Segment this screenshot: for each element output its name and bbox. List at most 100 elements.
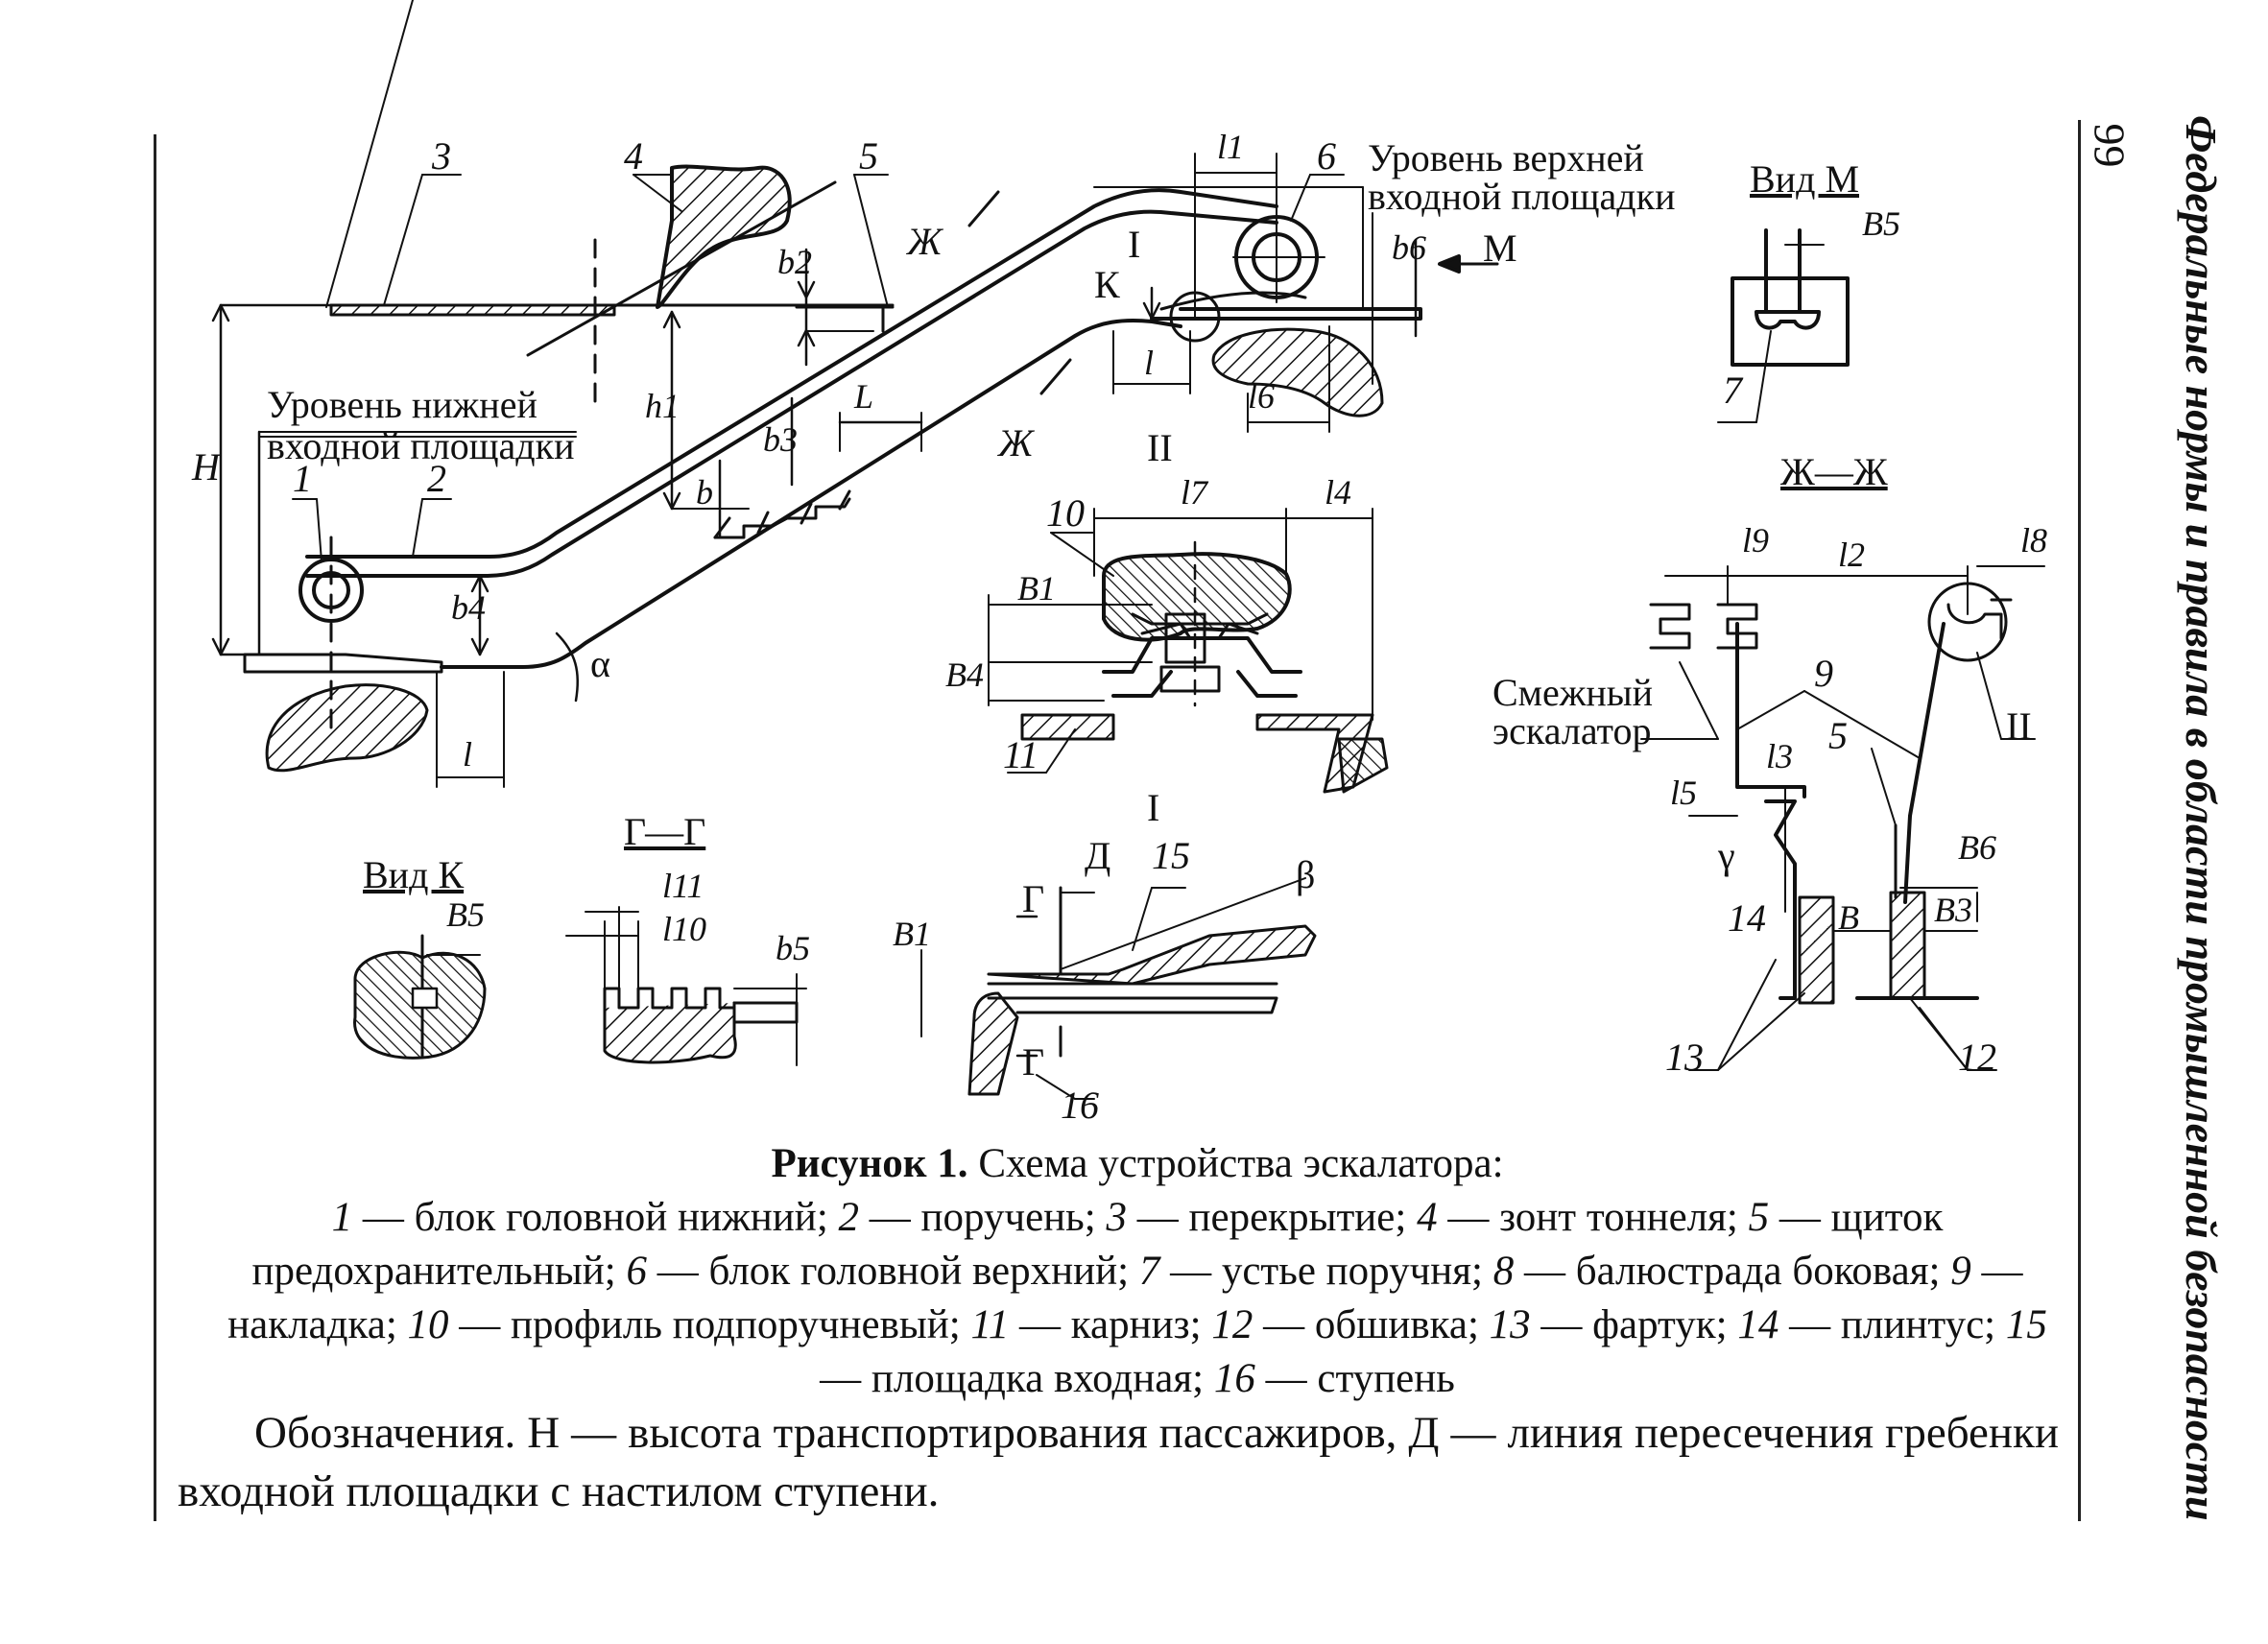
dim-l4: l4 xyxy=(1325,473,1351,512)
dim-B1-detail2: B1 xyxy=(1017,569,1056,608)
dim-H: H xyxy=(191,445,222,488)
legend-number: 7 xyxy=(1138,1249,1160,1294)
legend-number: 5 xyxy=(1748,1195,1770,1240)
callout-7: 7 xyxy=(1723,369,1744,412)
designations-paragraph: Обозначения. H — высота транспортировани… xyxy=(178,1408,2059,1516)
legend-text: — балюстрада боковая; xyxy=(1514,1249,1951,1294)
callout-5-section: 5 xyxy=(1828,714,1848,757)
dim-b: b xyxy=(696,473,713,512)
callout-9: 9 xyxy=(1814,652,1833,695)
legend-text: — карниз; xyxy=(1009,1302,1212,1347)
legend-text: — фартук; xyxy=(1530,1302,1738,1347)
dim-b2: b2 xyxy=(777,243,812,281)
legend-text: — обшивка; xyxy=(1253,1302,1490,1347)
right-margin-rule xyxy=(2078,120,2081,1521)
callout-16: 16 xyxy=(1061,1084,1099,1127)
legend-number: 6 xyxy=(626,1249,648,1294)
callout-4: 4 xyxy=(624,134,643,178)
dim-b3: b3 xyxy=(763,420,798,459)
legend-text: — плинтус; xyxy=(1779,1302,2006,1347)
callout-10: 10 xyxy=(1046,491,1085,535)
dim-L: L xyxy=(853,377,873,416)
dim-h1: h1 xyxy=(645,387,680,425)
dim-b6: b6 xyxy=(1392,228,1426,267)
marker-Zh-bottom: Ж xyxy=(996,421,1036,465)
marker-Zh-top: Ж xyxy=(905,220,944,263)
dim-B5-viewM: B5 xyxy=(1862,204,1900,243)
callout-11: 11 xyxy=(1003,733,1039,776)
callout-15: 15 xyxy=(1152,834,1190,877)
legend-number: 3 xyxy=(1106,1195,1128,1240)
callout-6: 6 xyxy=(1317,134,1336,178)
callout-5-main: 5 xyxy=(859,134,878,178)
adjacent-label-1: Смежный xyxy=(1492,671,1653,714)
dim-B: B xyxy=(1838,898,1859,937)
section-zz-title: Ж—Ж xyxy=(1780,450,1888,493)
legend-number: 10 xyxy=(407,1302,449,1347)
detail-I-marker: I xyxy=(1128,223,1140,266)
view-k-title: Вид К xyxy=(363,853,464,896)
caption-title: Рисунок 1. Схема устройства эскалатора: xyxy=(771,1141,1504,1186)
callout-14: 14 xyxy=(1728,896,1766,940)
detail-II-title: II xyxy=(1147,426,1173,469)
callout-3: 3 xyxy=(431,134,451,178)
dim-B1-detail1: B1 xyxy=(893,915,931,953)
callout-12: 12 xyxy=(1958,1036,1996,1079)
legend-text: — блок головной верхний; xyxy=(647,1249,1139,1294)
angle-gamma: γ xyxy=(1717,834,1735,877)
marker-D: Д xyxy=(1085,834,1110,877)
legend-number: 15 xyxy=(2005,1302,2047,1347)
legend-text: — перекрытие; xyxy=(1127,1195,1418,1240)
section-gg-title: Г—Г xyxy=(624,810,705,853)
left-margin-rule xyxy=(154,134,156,1521)
legend-number: 4 xyxy=(1417,1195,1438,1240)
dim-l3: l3 xyxy=(1766,737,1793,775)
legend-text: — зонт тоннеля; xyxy=(1437,1195,1749,1240)
marker-M: М xyxy=(1483,226,1517,270)
legend-number: 16 xyxy=(1213,1356,1255,1401)
legend-text: — ступень xyxy=(1254,1356,1455,1401)
dim-l2: l2 xyxy=(1838,536,1865,574)
legend-text: — блок головной нижний; xyxy=(352,1195,839,1240)
callout-13: 13 xyxy=(1665,1036,1704,1079)
legend-text: — поручень; xyxy=(859,1195,1107,1240)
callout-1: 1 xyxy=(293,457,312,500)
dim-B4: B4 xyxy=(945,655,984,694)
dim-l1: l1 xyxy=(1217,128,1244,166)
dim-l7: l7 xyxy=(1181,473,1209,512)
upper-level-label-1: Уровень верхней xyxy=(1368,136,1644,179)
figure-caption: Рисунок 1. Схема устройства эскалатора: … xyxy=(221,1137,2054,1406)
legend-text: — щиток предохранительный; xyxy=(251,1195,1944,1294)
callout-2: 2 xyxy=(427,457,446,500)
legend-number: 2 xyxy=(838,1195,860,1240)
dim-l10: l10 xyxy=(662,910,706,948)
dim-l8: l8 xyxy=(2020,521,2047,560)
dim-l-lower: l xyxy=(463,735,472,774)
marker-G-bottom: Г xyxy=(1022,1040,1044,1084)
legend-number: 12 xyxy=(1211,1302,1253,1347)
angle-alpha: α xyxy=(590,642,610,685)
dim-B5-viewK: B5 xyxy=(446,895,485,934)
legend-text: — накладка; xyxy=(227,1249,2023,1347)
legend-number: 1 xyxy=(331,1195,353,1240)
dim-l11: l11 xyxy=(662,867,704,905)
dim-B6: B6 xyxy=(1958,828,1996,867)
marker-K: К xyxy=(1094,263,1120,306)
legend-number: 11 xyxy=(970,1302,1010,1347)
legend-number: 8 xyxy=(1492,1249,1515,1294)
adjacent-label-2: эскалатор xyxy=(1492,709,1652,752)
dim-b5: b5 xyxy=(776,929,810,967)
dim-b4: b4 xyxy=(451,588,486,627)
marker-G-top: Г xyxy=(1022,877,1044,920)
dim-l9: l9 xyxy=(1742,521,1769,560)
caption-legend: 1 — блок головной нижний; 2 — поручень; … xyxy=(221,1191,2054,1406)
lower-level-label-2: входной площадки xyxy=(267,424,575,467)
detail-I-title: I xyxy=(1147,786,1159,829)
detail-II-marker: II xyxy=(2006,704,2032,748)
legend-text: — площадка входная; xyxy=(820,1356,1214,1401)
legend-text: — профиль подпоручневый; xyxy=(448,1302,971,1347)
upper-level-label-2: входной площадки xyxy=(1368,175,1676,218)
angle-beta: β xyxy=(1296,853,1315,896)
dim-l-upper: l xyxy=(1144,344,1154,382)
